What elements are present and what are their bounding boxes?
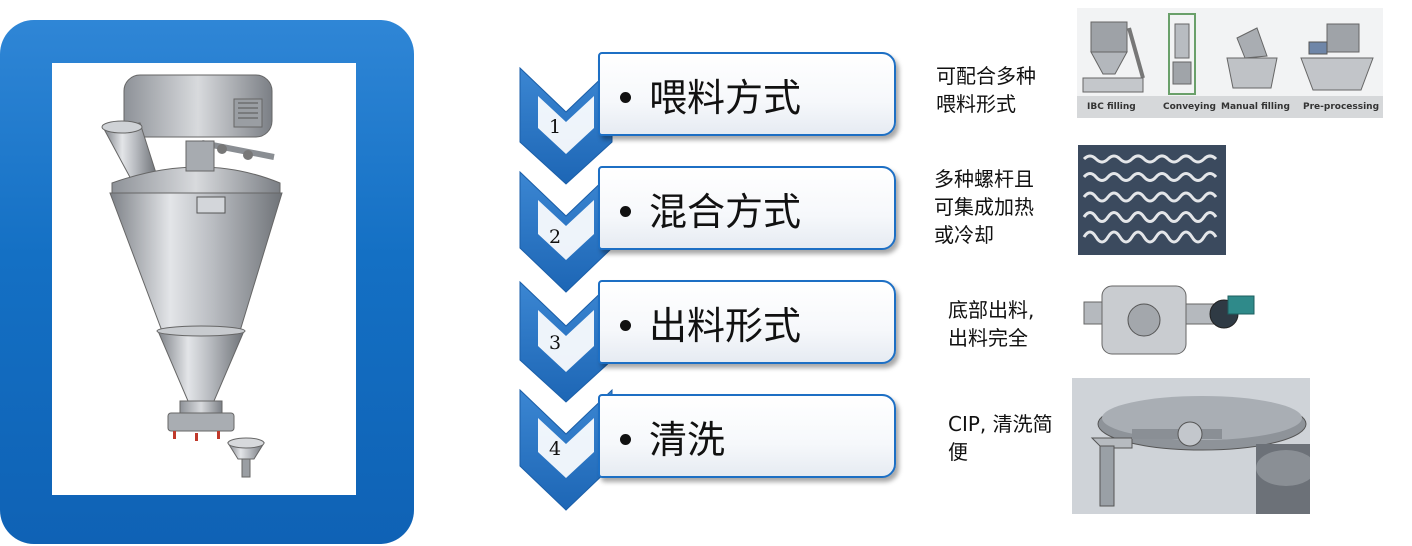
caption-conveying: Conveying: [1163, 102, 1216, 112]
screws-photo: [1078, 145, 1226, 255]
step-label-3: 出料形式: [649, 303, 802, 348]
caption-manual-filling: Manual filling: [1221, 102, 1290, 112]
discharge-valve-photo: [1078, 280, 1260, 360]
feeding-methods-photo: IBC filling Conveying Manual filling Pre…: [1077, 8, 1383, 118]
step-bar-1: 喂料方式: [598, 52, 896, 136]
bullet: [620, 319, 631, 331]
step-bar-4: 清洗: [598, 394, 896, 478]
description-2: 多种螺杆且 可集成加热 或冷却: [934, 167, 1034, 247]
step-number-1: 1: [549, 116, 562, 138]
step-label-2: 混合方式: [649, 189, 802, 234]
conical-mixer-photo: [52, 63, 356, 495]
step-label-4: 清洗: [649, 417, 726, 462]
description-3: 底部出料, 出料完全: [948, 298, 1035, 350]
step-bar-3: 出料形式: [598, 280, 896, 364]
step-number-4: 4: [549, 438, 562, 460]
step-label-1: 喂料方式: [649, 75, 802, 120]
bullet: [620, 205, 631, 217]
bullet: [620, 433, 631, 445]
cip-cleaning-photo: [1072, 378, 1310, 514]
screw-conveyors-illustration: [1082, 154, 1218, 244]
conical-mixer-illustration: [101, 74, 283, 478]
discharge-valve-illustration: [1083, 285, 1255, 355]
description-1: 可配合多种 喂料形式: [936, 64, 1036, 116]
step-number-2: 2: [549, 226, 562, 248]
step-number-3: 3: [549, 332, 562, 354]
cip-cleaning-illustration: [1090, 396, 1310, 514]
description-4: CIP, 清洗简 便: [948, 412, 1053, 464]
caption-ibc-filling: IBC filling: [1087, 102, 1136, 112]
caption-pre-processing: Pre-processing: [1303, 102, 1380, 112]
bullet: [620, 91, 631, 103]
chevron-column: [519, 66, 613, 511]
feeding-machines-illustration: [1077, 13, 1383, 118]
step-bar-2: 混合方式: [598, 166, 896, 250]
left-panel: [0, 20, 414, 544]
